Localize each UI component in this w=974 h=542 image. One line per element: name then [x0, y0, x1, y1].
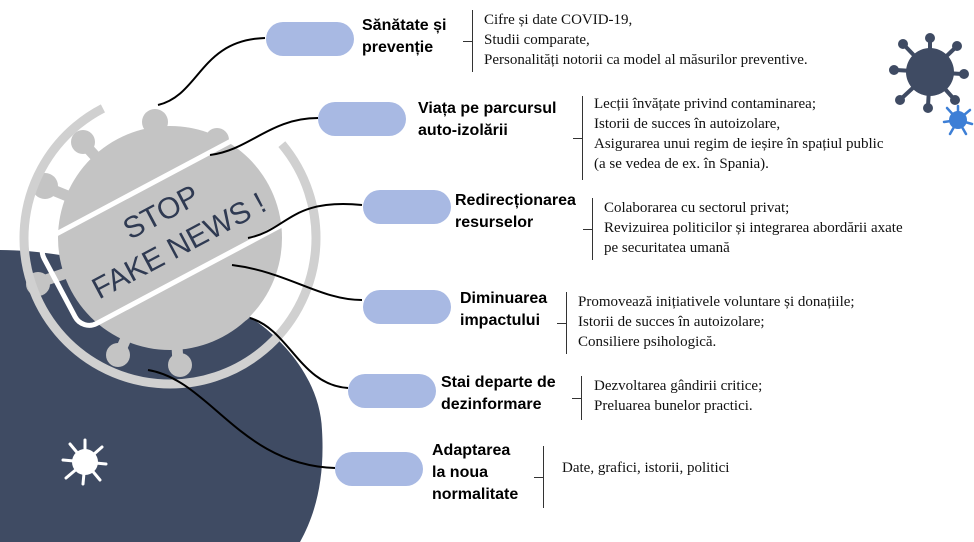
connector-5 [249, 317, 349, 389]
node-1-items: Cifre și date COVID-19,Studii comparate,… [484, 12, 808, 68]
node-5-items: Dezvoltarea gândirii critice;Preluarea b… [594, 378, 763, 414]
node-2-items: Lecții învățate privind contaminarea;Ist… [594, 96, 884, 172]
dark-virus-icon [889, 33, 969, 113]
node-4-pill [363, 290, 451, 324]
connector-1 [157, 37, 266, 106]
node-1-pill [266, 22, 354, 56]
node-5-pill [348, 374, 436, 408]
node-3-pill [363, 190, 451, 224]
connector-6 [147, 369, 336, 469]
blue-virus-icon [942, 104, 974, 136]
node-6-pill [335, 452, 423, 486]
node-3-bracket [583, 198, 601, 260]
node-2-pill [318, 102, 406, 136]
stamp-frame [39, 130, 301, 328]
node-6-bracket [534, 446, 552, 508]
connector-4 [231, 264, 363, 301]
node-5-bracket [572, 376, 590, 420]
node-3-items: Colaborarea cu sectorul privat;Revizuire… [604, 200, 903, 256]
connector-3 [247, 203, 363, 239]
white-virus-icon [61, 438, 108, 486]
node-4-items: Promovează inițiativele voluntare și don… [578, 294, 855, 350]
connector-lines [147, 37, 363, 469]
connector-2 [209, 117, 319, 156]
node-4-bracket [557, 292, 575, 354]
large-virus-icon [26, 109, 282, 377]
node-6-items: Date, grafici, istorii, politici [562, 460, 730, 476]
node-1-bracket [463, 10, 481, 72]
virus-ring [19, 87, 321, 389]
node-2-bracket [573, 96, 591, 180]
